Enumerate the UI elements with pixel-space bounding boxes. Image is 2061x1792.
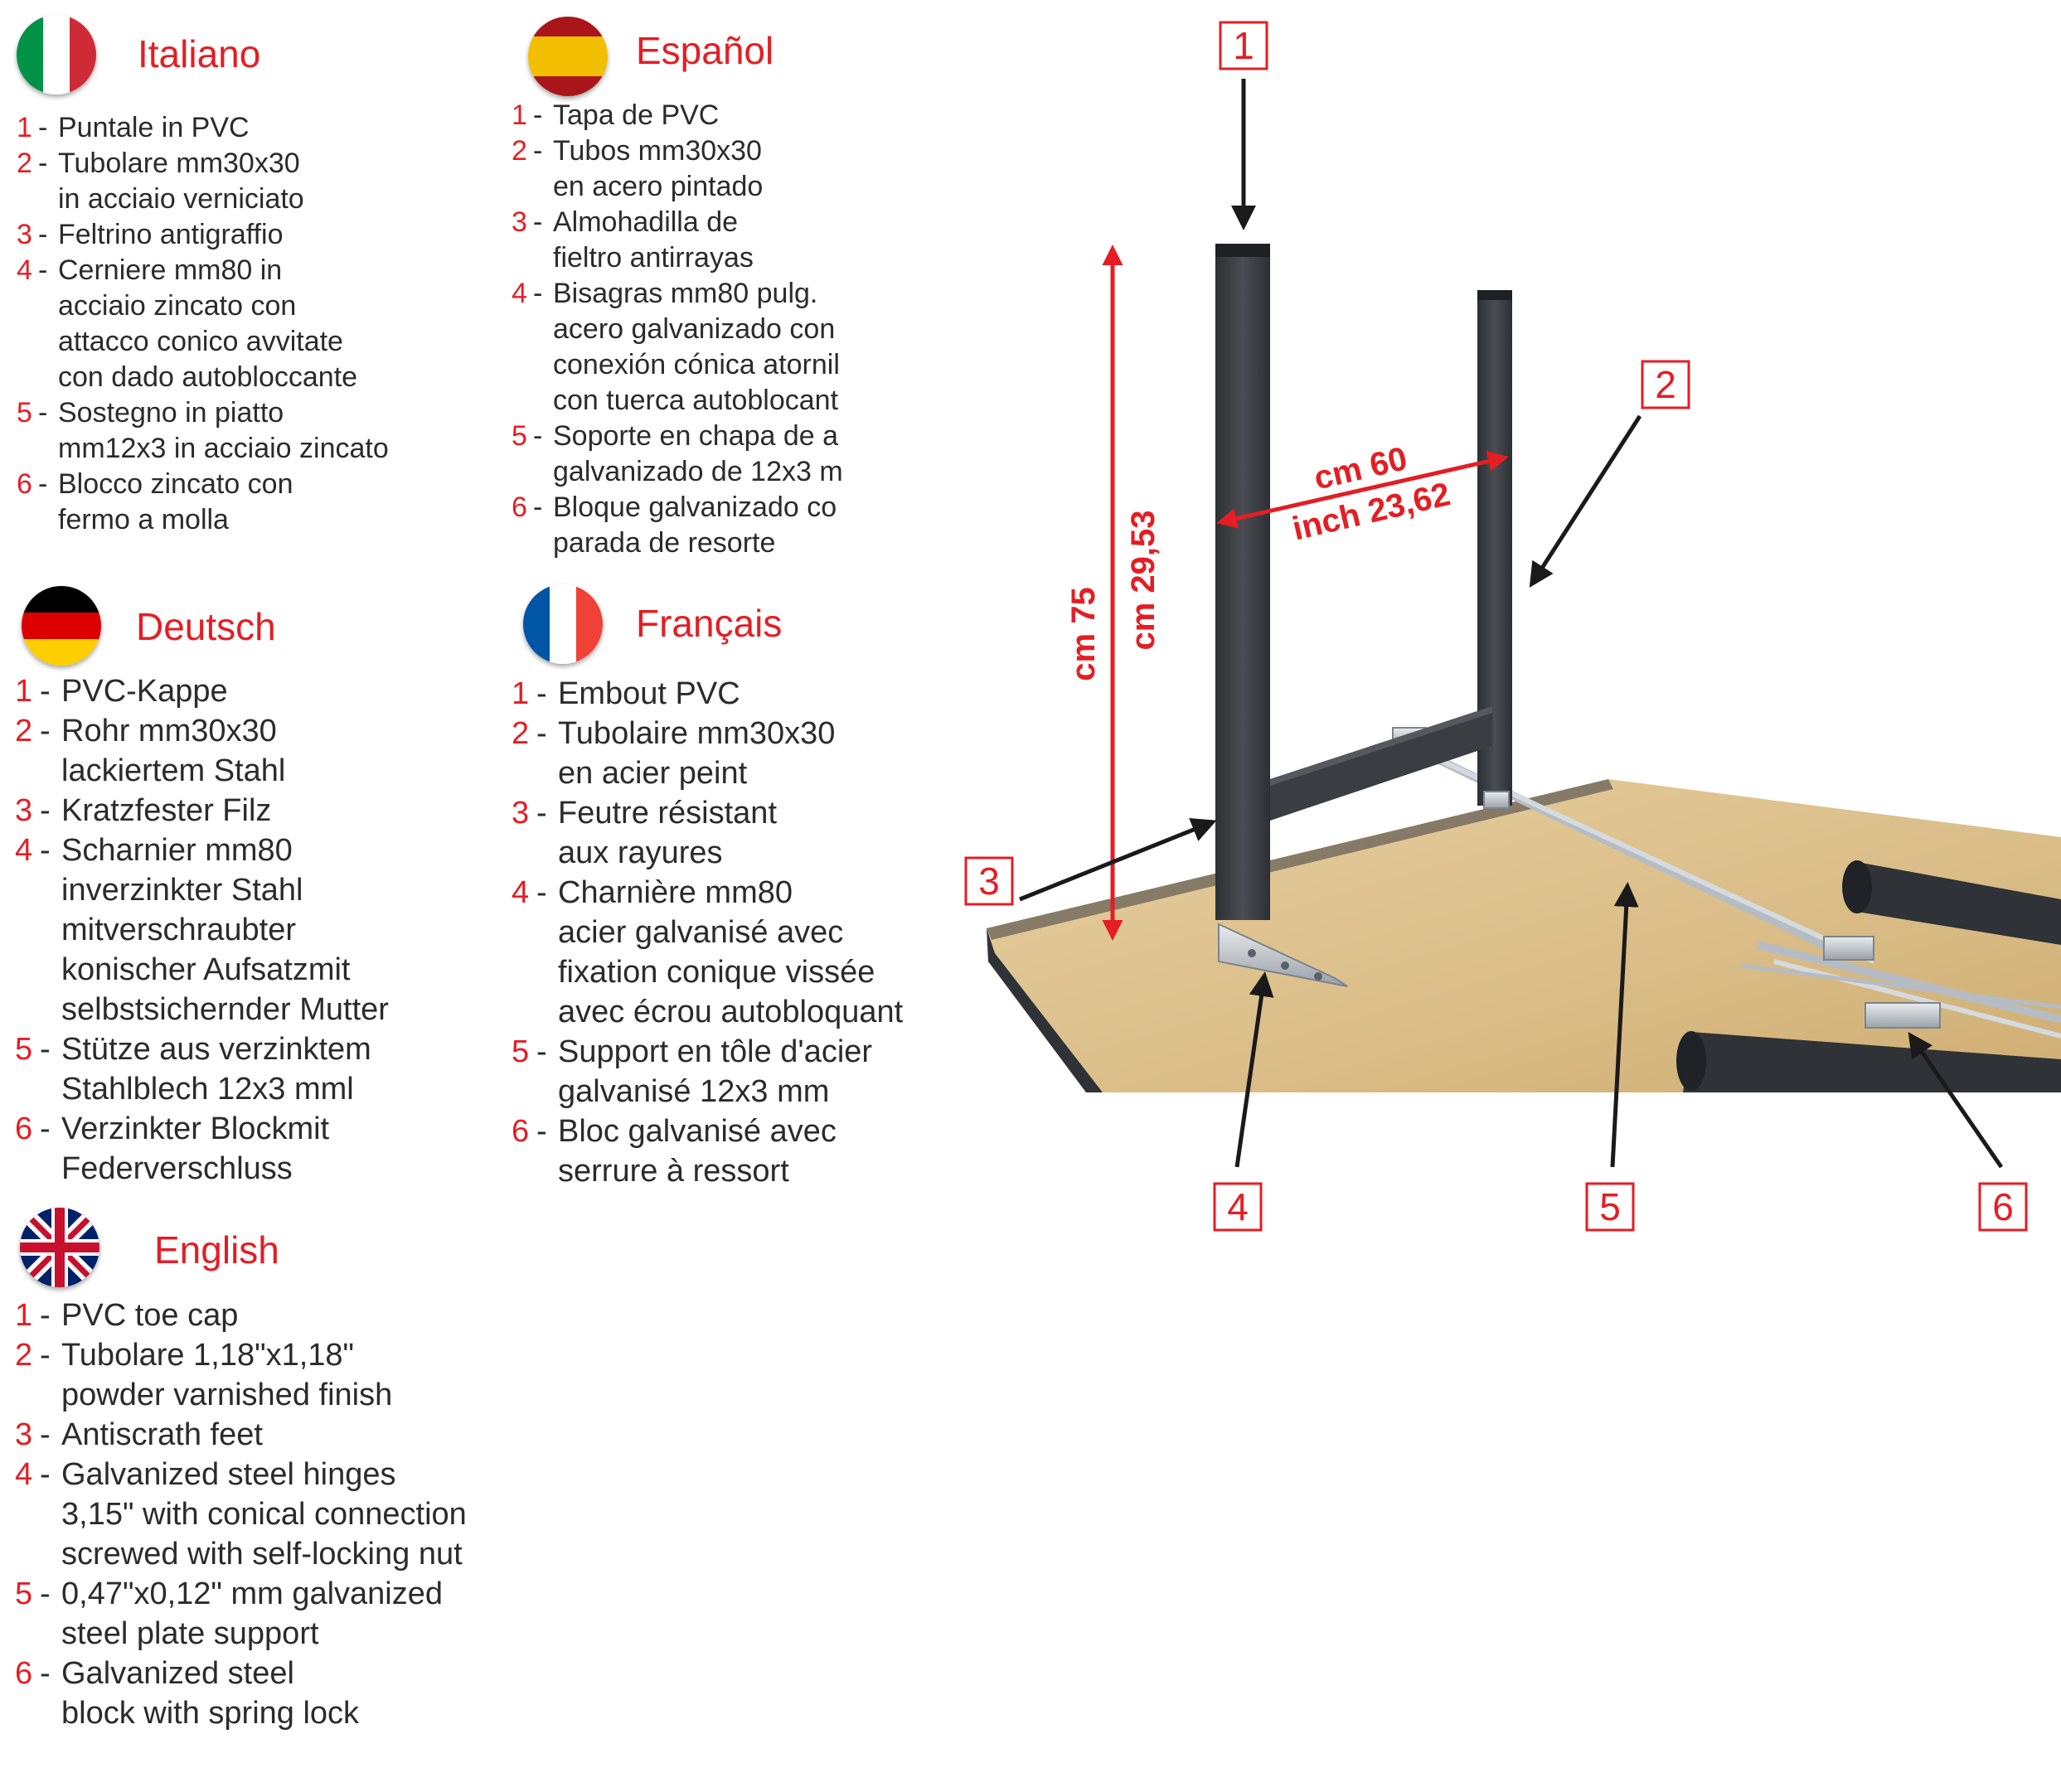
arrow-6 (1908, 1032, 2004, 1169)
arrow-4 (1234, 971, 1274, 1168)
list-item: 3-Feutre résistant aux rayures (512, 796, 777, 870)
list-item: 3-Antiscrath feet (15, 1417, 263, 1452)
svg-text:4: 4 (1227, 1185, 1249, 1228)
arrow-3 (1019, 818, 1217, 902)
list-item: 6-Bloc galvanisé avec serrure à ressort (512, 1114, 837, 1189)
list-item: 4-Galvanized steel hinges 3,15" with con… (15, 1457, 467, 1572)
folded-legs (1676, 860, 2061, 1092)
list-item: 5-Sostegno in piatto mm12x3 in acciaio z… (17, 397, 389, 464)
list-item: 2-Rohr mm30x30 lackiertem Stahl (15, 714, 286, 788)
callout-3: 3 (964, 856, 1014, 906)
svg-text:3: 3 (978, 860, 1000, 903)
leg-frame (1215, 244, 1512, 987)
list-item: 6-Bloque galvanizado co parada de resort… (512, 492, 837, 559)
list-item: 4-Charnière mm80 acier galvanisé avec fi… (512, 875, 904, 1029)
list-item: 1-PVC toe cap (15, 1298, 239, 1333)
spain-flag-icon (528, 17, 608, 96)
lang-title-italiano: Italiano (138, 32, 261, 75)
lang-header-espanol: Español (512, 17, 846, 103)
list-item: 3-Almohadilla de fieltro antirrayas (512, 206, 754, 274)
callout-1: 1 (1219, 21, 1268, 70)
lang-title-francais: Français (636, 602, 783, 645)
list-item: 5-Support en tôle d'acier galvanisé 12x3… (512, 1034, 873, 1109)
height-imperial-label: cm 29,53 (1125, 510, 1161, 650)
list-item: 6-Galvanized steel block with spring loc… (15, 1656, 360, 1731)
list-item: 2-Tubolaire mm30x30 en acier peint (512, 716, 836, 791)
callout-4: 4 (1213, 1182, 1263, 1232)
svg-text:1: 1 (1233, 24, 1254, 67)
svg-text:5: 5 (1599, 1185, 1621, 1228)
lang-section-espanol: Español 1-Tapa de PVC 2-Tubos mm30x30 en… (512, 17, 846, 568)
france-flag-icon (523, 584, 603, 664)
parts-list-francais: 1-Embout PVC 2-Tubolaire mm30x30 en acie… (512, 674, 903, 1191)
list-item: 4-Scharnier mm80 inverzinkter Stahl mitv… (15, 833, 389, 1027)
lang-header-english: English (15, 1208, 479, 1294)
uk-flag-icon (20, 1208, 99, 1287)
lang-title-espanol: Español (636, 29, 774, 72)
italy-flag-icon (17, 15, 96, 94)
parts-list-english: 1-PVC toe cap 2-Tubolare 1,18"x1,18" pow… (15, 1296, 467, 1733)
list-item: 2-Tubos mm30x30 en acero pintado (512, 135, 764, 202)
list-item: 5-Soporte en chapa de a galvanizado de 1… (512, 420, 843, 487)
svg-text:2: 2 (1655, 363, 1676, 406)
list-item: 5-Stütze aus verzinktem Stahlblech 12x3 … (15, 1032, 371, 1107)
lang-header-italiano: Italiano (17, 15, 481, 101)
pointer-arrows (1019, 79, 2004, 1169)
callout-5: 5 (1585, 1182, 1635, 1232)
list-item: 4-Bisagras mm80 pulg. acero galvanizado … (512, 278, 840, 416)
list-item: 6-Blocco zincato con fermo a molla (17, 468, 293, 535)
callout-6: 6 (1978, 1182, 2028, 1232)
tabletop (987, 779, 2061, 1092)
list-item: 1-Embout PVC (512, 676, 740, 711)
list-item: 1-Tapa de PVC (512, 99, 720, 131)
list-item: 5-0,47"x0,12" mm galvanized steel plate … (15, 1576, 444, 1651)
height-dimension: cm 75 cm 29,53 (1065, 245, 1161, 941)
list-item: 3-Kratzfester Filz (15, 793, 272, 828)
arrow-5 (1610, 882, 1639, 1168)
lang-header-deutsch: Deutsch (15, 586, 479, 672)
list-item: 2-Tubolare mm30x30 in acciaio verniciato (17, 148, 304, 215)
list-item: 2-Tubolare 1,18"x1,18" powder varnished … (15, 1338, 393, 1412)
list-item: 6-Verzinkter Blockmit Federverschluss (15, 1112, 330, 1186)
callout-2: 2 (1641, 360, 1690, 409)
lang-title-deutsch: Deutsch (136, 605, 276, 648)
svg-text:6: 6 (1992, 1185, 2014, 1228)
parts-list-deutsch: 1-PVC-Kappe 2-Rohr mm30x30 lackiertem St… (15, 671, 389, 1189)
list-item: 1-Puntale in PVC (17, 112, 250, 143)
list-item: 1-PVC-Kappe (15, 674, 228, 709)
list-item: 3-Feltrino antigraffio (17, 219, 284, 250)
height-metric-label: cm 75 (1065, 587, 1102, 680)
lang-title-english: English (154, 1228, 279, 1271)
arrow-2 (1529, 414, 1642, 588)
lang-header-francais: Français (512, 584, 976, 671)
list-item: 4-Cerniere mm80 in acciaio zincato con a… (17, 254, 358, 393)
parts-list-italiano: 1-Puntale in PVC 2-Tubolare mm30x30 in a… (17, 110, 389, 538)
parts-list-espanol: 1-Tapa de PVC 2-Tubos mm30x30 en acero p… (512, 98, 843, 561)
germany-flag-icon (22, 586, 101, 666)
